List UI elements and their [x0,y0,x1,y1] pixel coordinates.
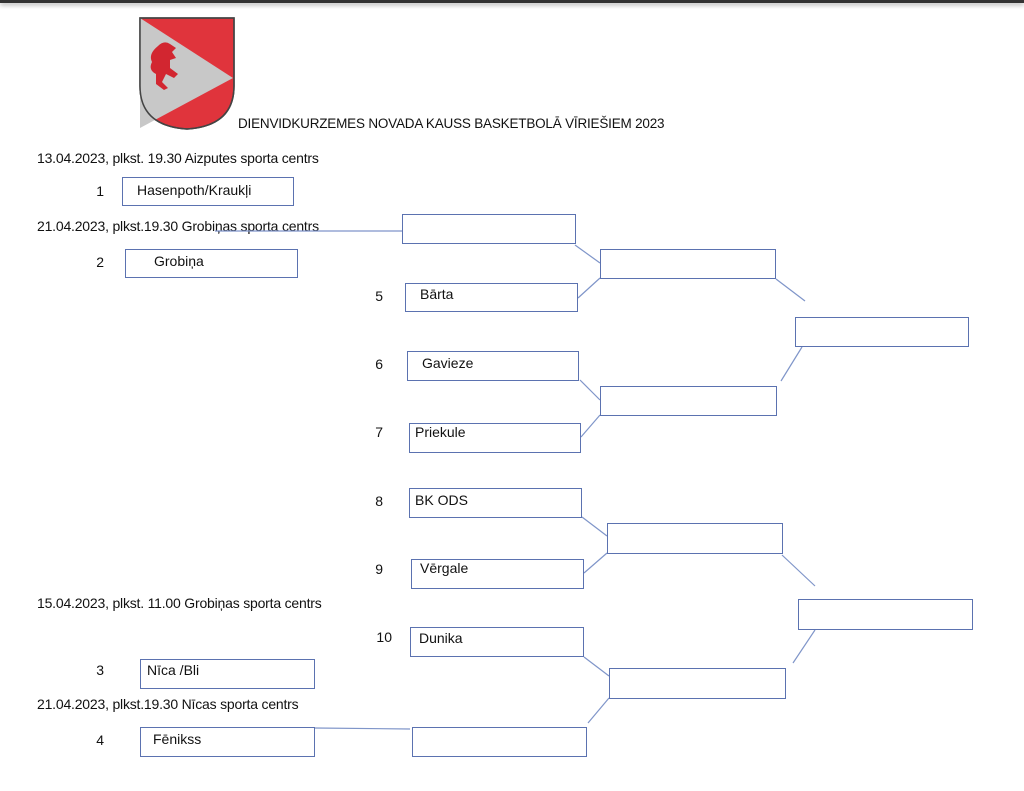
team-slot: BK ODS [409,488,582,518]
seed-number: 2 [96,254,104,270]
team-slot: Fēnikss [140,727,315,757]
seed-number: 6 [375,356,383,372]
coat-of-arms-logo [139,17,235,130]
team-slot: Priekule [409,423,581,453]
empty-bracket-slot [412,727,587,757]
seed-number: 5 [375,288,383,304]
quarterfinal-slot [609,668,786,699]
match-schedule: 15.04.2023, plkst. 11.00 Grobiņas sporta… [37,595,322,611]
page-title: DIENVIDKURZEMES NOVADA KAUSS BASKETBOLĀ … [238,116,665,131]
team-slot: Nīca /Bli [140,659,315,689]
seed-number: 8 [375,493,383,509]
window-top-edge [0,0,1024,3]
match-schedule: 21.04.2023, plkst.19.30 Grobiņas sporta … [37,218,319,234]
team-slot: Hasenpoth/Kraukļi [122,177,294,206]
semifinal-slot [798,599,973,630]
team-slot: Gavieze [407,351,579,381]
team-slot: Grobiņa [125,249,298,278]
empty-bracket-slot [402,214,576,244]
seed-number: 10 [376,629,392,645]
semifinal-slot [795,317,969,347]
match-schedule: 21.04.2023, plkst.19.30 Nīcas sporta cen… [37,696,299,712]
team-slot: Bārta [405,283,578,312]
team-slot: Vērgale [411,559,584,589]
quarterfinal-slot [600,249,776,279]
quarterfinal-slot [607,523,783,554]
match-schedule: 13.04.2023, plkst. 19.30 Aizputes sporta… [37,150,319,166]
seed-number: 9 [375,561,383,577]
seed-number: 1 [96,183,104,199]
seed-number: 7 [375,424,383,440]
seed-number: 3 [96,662,104,678]
team-slot: Dunika [410,627,584,657]
seed-number: 4 [96,732,104,748]
quarterfinal-slot [600,386,777,416]
